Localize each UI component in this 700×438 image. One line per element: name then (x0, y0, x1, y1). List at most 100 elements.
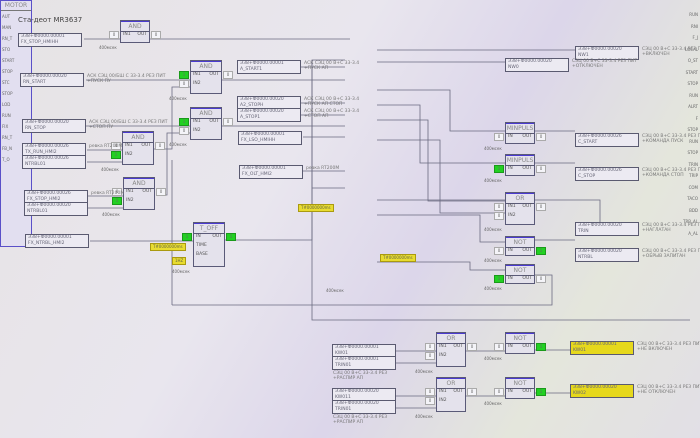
input-value[interactable]: 1 (182, 233, 192, 241)
output-pin-label: OUT (209, 119, 219, 124)
input-value[interactable]: 0 (425, 388, 435, 396)
output-value[interactable]: 1 (536, 247, 546, 255)
diagram-title: Cта-деот MR3637 (18, 16, 83, 24)
tag-name: FX_OLT_HMI2 (242, 172, 272, 177)
input-value[interactable]: 0 (111, 142, 121, 150)
input-value[interactable]: 0 (425, 352, 435, 360)
block-type: MINPULS (506, 155, 534, 166)
tag-address: ЭЗ8+Ф0000.00020 (240, 109, 284, 114)
output-value[interactable]: 0 (223, 118, 233, 126)
input-value[interactable]: 1 (179, 118, 189, 126)
input-value[interactable]: 0 (494, 203, 504, 211)
input-value[interactable]: 0 (494, 212, 504, 220)
tag-name: KW01 (335, 351, 348, 356)
input-value[interactable]: 0 (494, 343, 504, 351)
tag-comment: СЭЦ 00 В+С 33-3.4 РЕЗ ПИТ +НАГЛАТАН (642, 223, 700, 233)
block-type: OR (437, 378, 465, 389)
block-type: NOT (506, 265, 534, 276)
input-value[interactable]: 0 (112, 188, 122, 196)
input-value[interactable]: 1 (494, 275, 504, 283)
exec-time: 400мсек (484, 178, 502, 183)
output-value[interactable]: 0 (156, 188, 166, 196)
tag-name: NTRBL (578, 255, 593, 260)
input-value[interactable]: 0 (494, 388, 504, 396)
motor-input-pin: MAN (2, 25, 12, 30)
input-value[interactable]: 0 (425, 343, 435, 351)
input-value[interactable]: 0 (179, 80, 189, 88)
output-value[interactable]: 0 (223, 71, 233, 79)
input-value[interactable]: 0 (109, 31, 119, 39)
input-value[interactable]: 1 (494, 165, 504, 173)
tag-name: FX_STOP_HMI2 (27, 197, 61, 202)
tag-address: ЭЗ8+Ф0000.00001 (335, 357, 379, 362)
tag-comment: СЭЦ 00 В+С 33-3.4 РЕЗ ПИТ +НЕ ОТКЛЮЧЕН (637, 385, 700, 395)
tag-name: TRIN01 (335, 407, 352, 412)
input-value[interactable]: 0 (494, 247, 504, 255)
output-value[interactable]: 1 (536, 388, 546, 396)
input-value[interactable]: 1 (112, 197, 122, 205)
output-value[interactable]: 1 (536, 343, 546, 351)
motor-input-pin: AUT (2, 14, 11, 19)
output-value[interactable]: 0 (536, 275, 546, 283)
input-value[interactable]: 0 (179, 127, 189, 135)
output-pin-label: OUT (212, 234, 222, 239)
output-value[interactable]: 0 (536, 203, 546, 211)
exec-time: 400мсек (484, 286, 502, 291)
exec-time: 400мсек (415, 369, 433, 374)
output-value[interactable]: 0 (536, 133, 546, 141)
output-value[interactable]: 0 (151, 31, 161, 39)
output-value[interactable]: 0 (467, 388, 477, 396)
input-pin-label: IN2 (508, 213, 516, 218)
output-value[interactable]: 0 (467, 343, 477, 351)
block-type: OR (437, 333, 465, 344)
output-value[interactable]: 0 (155, 142, 165, 150)
motor-output-pin: LOCAL (685, 46, 698, 52)
input-value[interactable]: 1 (179, 71, 189, 79)
output-value[interactable]: 0 (536, 165, 546, 173)
t-off-time-constant: T#0000000ms (150, 243, 186, 251)
output-value[interactable]: 1 (226, 233, 236, 241)
input-value[interactable]: 0 (425, 397, 435, 405)
input-value[interactable]: 1 (111, 151, 121, 159)
input-value[interactable]: 0 (494, 133, 504, 141)
tag-name: NW0 (508, 65, 519, 70)
